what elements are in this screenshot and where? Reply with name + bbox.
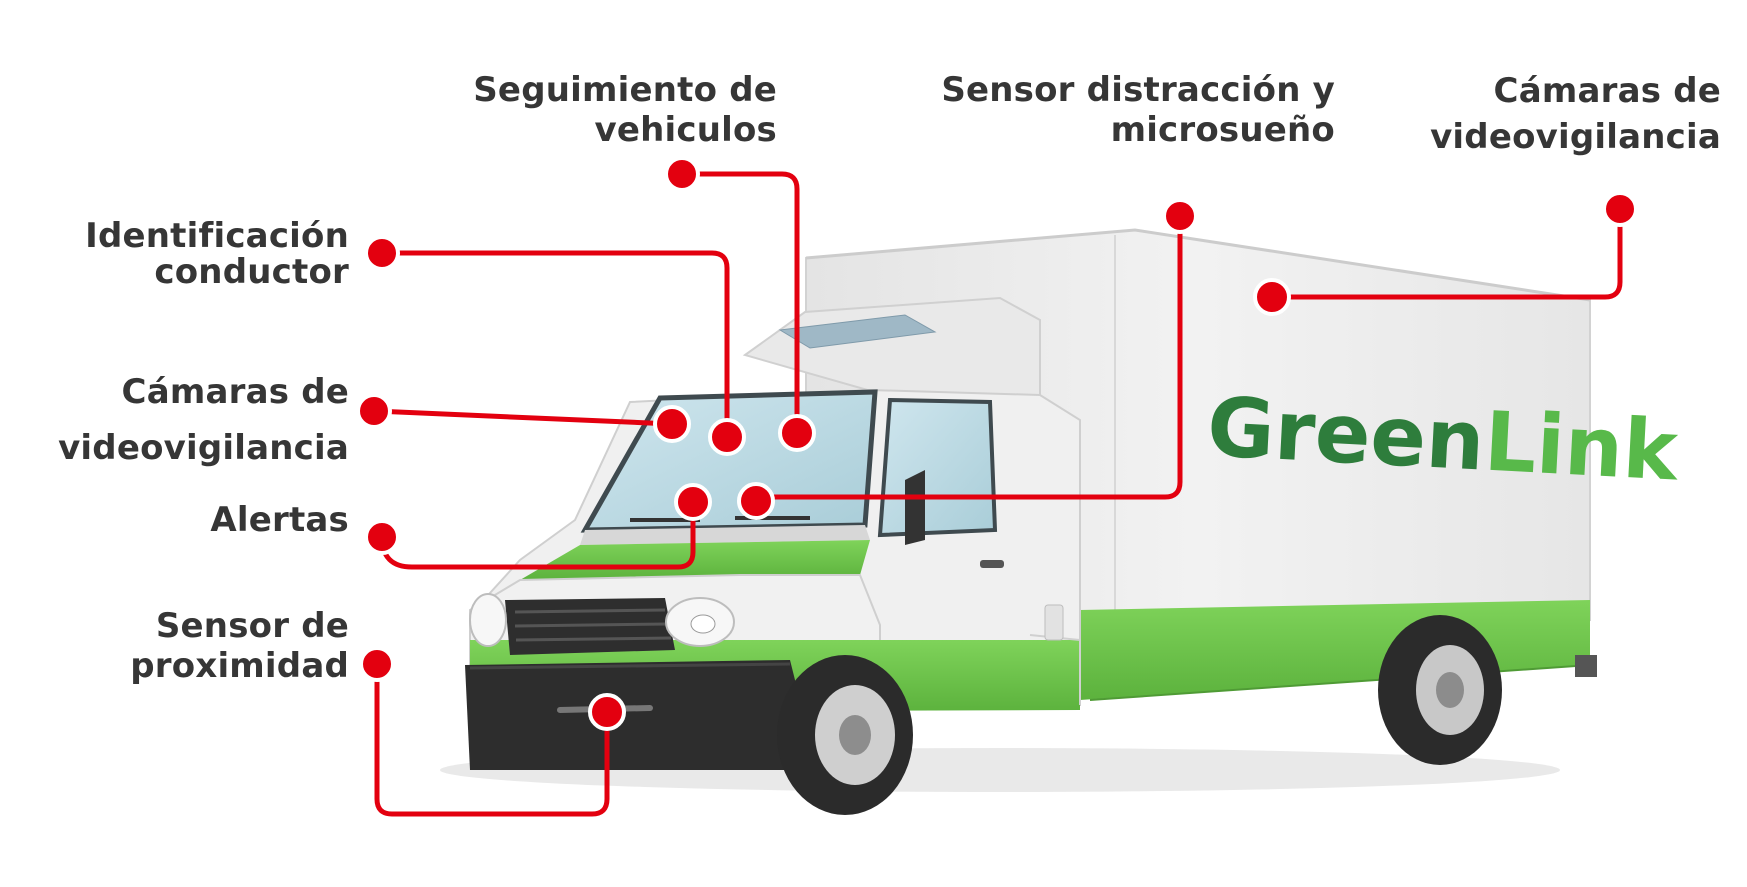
- marker-camaras-right-end: [1602, 191, 1638, 227]
- label-camaras-left-line1: Cámaras de: [121, 372, 349, 412]
- line-camaras-left: [371, 408, 675, 427]
- label-proximidad-line2: proximidad: [130, 646, 349, 686]
- marker-seguimiento-end: [664, 156, 700, 192]
- marker-alertas-end: [364, 519, 400, 555]
- marker-proximidad-end: [359, 646, 395, 682]
- logo-text: GreenLink: [1205, 380, 1682, 500]
- marker-seguimiento-point: [778, 414, 816, 452]
- callout-markers: [356, 156, 1638, 731]
- line-distraccion: [753, 213, 1183, 500]
- logo-link: Link: [1482, 395, 1682, 500]
- front-wheel: [777, 655, 913, 815]
- label-camaras-left-line2: videovigilancia: [58, 428, 349, 468]
- label-proximidad-line1: Sensor de: [155, 606, 349, 646]
- label-proximidad: Sensor de proximidad: [130, 606, 349, 686]
- label-seguimiento: Seguimiento de vehiculos: [473, 70, 777, 150]
- label-distraccion-line2: microsueño: [1110, 110, 1335, 150]
- label-alertas-line1: Alertas: [210, 500, 349, 540]
- marker-camaras-right-point: [1253, 278, 1291, 316]
- label-identificacion: Identificación conductor: [85, 218, 349, 290]
- logo-green: Green: [1205, 380, 1487, 489]
- marker-proximidad-point: [588, 693, 626, 731]
- line-camaras-right: [1269, 206, 1623, 300]
- rear-wheel: [1378, 615, 1502, 765]
- label-camaras-right-line1: Cámaras de: [1493, 71, 1721, 111]
- line-identificacion: [379, 250, 730, 440]
- label-alertas: Alertas: [210, 500, 349, 540]
- callout-lines: [371, 171, 1623, 817]
- marker-camaras-left-end: [356, 393, 392, 429]
- line-seguimiento: [679, 171, 800, 436]
- marker-identificacion-end: [364, 235, 400, 271]
- label-camaras-right-line2: videovigilancia: [1430, 117, 1721, 157]
- label-seguimiento-line2: vehiculos: [594, 110, 777, 150]
- label-distraccion-line1: Sensor distracción y: [941, 70, 1335, 110]
- marker-identificacion-point: [708, 418, 746, 456]
- truck-cab: [465, 296, 1081, 770]
- label-identificacion-line2: conductor: [154, 252, 349, 292]
- label-seguimiento-line1: Seguimiento de: [473, 70, 777, 110]
- label-distraccion: Sensor distracción y microsueño: [941, 70, 1335, 150]
- marker-camaras-left-point: [653, 405, 691, 443]
- label-identificacion-line1: Identificación: [85, 216, 349, 256]
- marker-distraccion-point: [737, 482, 775, 520]
- label-camaras-left: Cámaras de videovigilancia: [58, 364, 349, 476]
- marker-distraccion-end: [1162, 198, 1198, 234]
- label-camaras-right: Cámaras de videovigilancia: [1430, 68, 1721, 160]
- line-proximidad: [374, 661, 610, 817]
- marker-alertas-point: [674, 483, 712, 521]
